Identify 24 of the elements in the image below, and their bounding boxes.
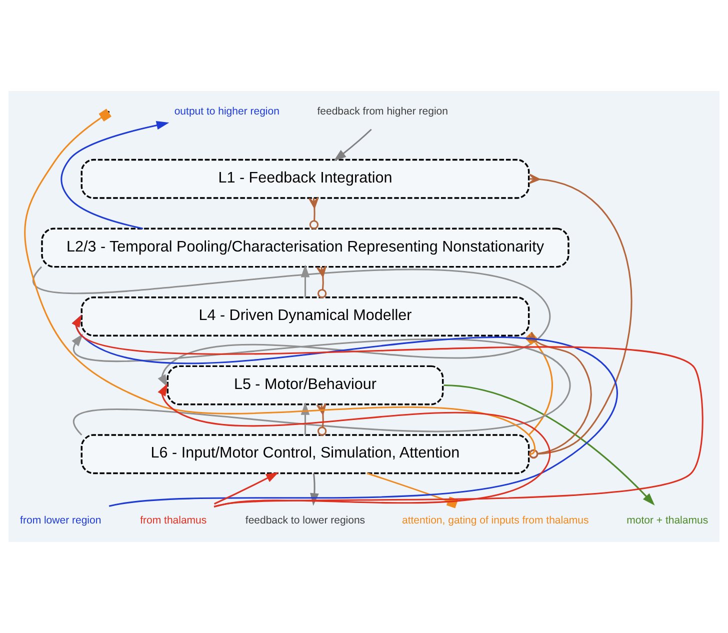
- node-text: attention, gating of inputs from thalamus: [402, 514, 589, 527]
- arrow: [300, 264, 310, 298]
- connector: [316, 266, 327, 298]
- node-box: L4 - Driven Dynamical Modeller: [80, 296, 530, 336]
- node-text: output to higher region: [174, 106, 280, 118]
- arrow: [214, 472, 279, 505]
- arrow: [72, 334, 571, 436]
- node-box: L1 - Feedback Integration: [80, 158, 530, 199]
- arrow: [334, 128, 372, 162]
- node-text: from lower region: [20, 514, 102, 527]
- connector: [366, 472, 458, 508]
- arrow: [35, 266, 550, 388]
- node-text: from thalamus: [140, 514, 207, 527]
- node-box: L6 - Input/Motor Control, Simulation, Attention: [80, 434, 530, 474]
- node-text: motor + thalamus: [626, 514, 708, 527]
- connector: [308, 197, 319, 230]
- node-box: L5 - Motor/Behaviour: [166, 365, 444, 406]
- connector: [528, 174, 632, 459]
- node-text: feedback to lower regions: [245, 514, 366, 527]
- arrow: [444, 384, 655, 506]
- arrow: [60, 120, 170, 230]
- node-box: L2/3 - Temporal Pooling/Characterisation Representing Nonstationarity: [41, 228, 570, 268]
- arrow: [300, 402, 310, 435]
- node-text: feedback from higher region: [317, 106, 448, 118]
